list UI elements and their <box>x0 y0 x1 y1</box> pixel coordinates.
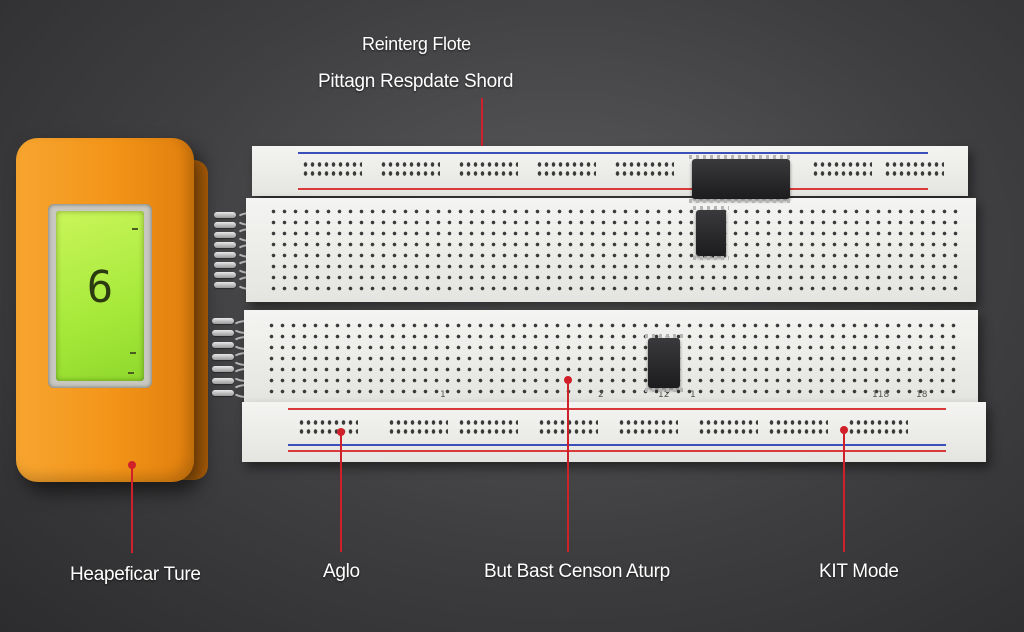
lcd-value: 6 <box>86 262 114 313</box>
board-mark: 2 <box>598 390 604 400</box>
board-mark: 1 <box>440 390 446 400</box>
ic-chip-large <box>689 155 793 203</box>
ic-chip-small <box>693 206 729 260</box>
aglo-caption: Aglo <box>323 561 360 582</box>
leader-center <box>564 376 572 552</box>
ic-chip-small <box>645 334 683 392</box>
leader-meter <box>128 461 136 553</box>
breadboard-top-rail <box>252 146 968 196</box>
board-mark: 1 <box>690 390 696 400</box>
board-mark: 118 <box>872 390 890 400</box>
breadboard-lower-strip: 1 2 12 1 118 18 <box>244 310 978 402</box>
lcd-tick <box>132 228 138 230</box>
breadboard-bottom-rail <box>242 402 986 462</box>
meter-caption: Heapeficar Ture <box>70 564 201 585</box>
kit-caption: KIT Mode <box>819 561 899 582</box>
lcd-tick <box>130 352 136 354</box>
lcd-tick <box>128 372 134 374</box>
leader-kit <box>840 426 848 552</box>
leader-aglo <box>337 428 345 552</box>
board-mark: 18 <box>916 390 928 400</box>
top-title: Reinterg Flote <box>362 34 471 54</box>
lcd-display <box>56 211 144 381</box>
breadboard-upper-strip <box>246 198 976 302</box>
center-caption: But Bast Censon Aturp <box>484 561 670 582</box>
board-mark: 12 <box>658 390 670 400</box>
top-subtitle: Pittagn Respdate Shord <box>318 71 514 92</box>
